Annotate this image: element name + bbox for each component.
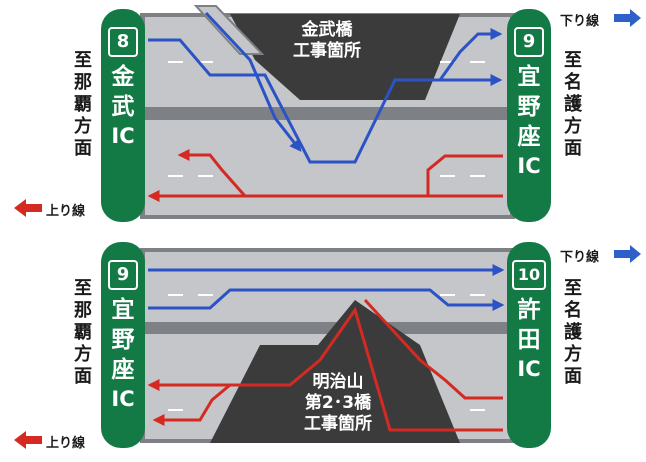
top-construction-caption: 金武橋 工事箇所 [272, 20, 382, 62]
top-upbound-route-ramp [426, 154, 503, 196]
bottom-road-section [140, 248, 515, 443]
top-upbound-carriageway [145, 120, 510, 215]
bottom-construction-caption: 明治山 第2･3橋 工事箇所 [283, 372, 393, 435]
top-construction-line-1: 金武橋 [301, 20, 353, 40]
bottom-downbound-carriageway [145, 252, 510, 322]
ic-ginoza-top: 9 宜野座 IC [507, 9, 551, 222]
ic-name: 金武 [111, 64, 135, 120]
ic-suffix: IC [517, 357, 541, 381]
ic-ginoza-bottom: 9 宜野座 IC [101, 242, 145, 448]
top-upbound-route-exit [177, 149, 247, 197]
top-left-direction: 至那覇方面 [74, 50, 92, 159]
ic-name: 宜野座 [517, 64, 541, 150]
ic-number-badge: 9 [108, 260, 138, 290]
ic-kin-top: 8 金武 IC [101, 9, 145, 222]
ic-suffix: IC [111, 387, 135, 411]
bottom-downbound-route-lower [148, 288, 505, 311]
bottom-upbound-route-ramp [363, 298, 503, 400]
top-construction-line-2: 工事箇所 [293, 41, 361, 61]
top-right-direction: 至名護方面 [564, 50, 582, 159]
bottom-up-line-label: 上り線 [46, 436, 86, 451]
top-down-arrow-icon [614, 9, 641, 27]
ic-number-badge: 8 [108, 27, 138, 57]
top-up-line-label: 上り線 [46, 204, 86, 219]
bottom-left-direction: 至那覇方面 [74, 278, 92, 387]
bottom-down-arrow-icon [614, 245, 641, 263]
top-downbound-route-ramp [204, 11, 302, 152]
bottom-lane-marks [168, 294, 485, 411]
ic-suffix: IC [111, 124, 135, 148]
bottom-upbound-route-lower [152, 383, 231, 426]
ic-name: 許田 [517, 297, 541, 353]
top-up-arrow-icon [14, 199, 42, 217]
top-road-section [140, 5, 515, 219]
top-down-line-label: 下り線 [560, 14, 600, 29]
ic-number-badge: 10 [512, 260, 546, 290]
ic-name: 宜野座 [111, 297, 135, 383]
ic-suffix: IC [517, 154, 541, 178]
bottom-right-direction: 至名護方面 [564, 278, 582, 387]
bottom-construction-line-1: 明治山 [312, 372, 364, 392]
bottom-upbound-route-main [147, 306, 503, 432]
top-downbound-exit [438, 28, 503, 81]
bottom-up-arrow-icon [14, 431, 42, 449]
ic-number-badge: 9 [514, 27, 544, 57]
ic-kyoda-bottom: 10 許田 IC [507, 242, 551, 448]
top-downbound-route-main [148, 38, 503, 164]
bottom-construction-line-2: 第2･3橋 [304, 393, 372, 413]
bottom-construction-line-3: 工事箇所 [304, 414, 372, 434]
bottom-down-line-label: 下り線 [560, 250, 600, 265]
